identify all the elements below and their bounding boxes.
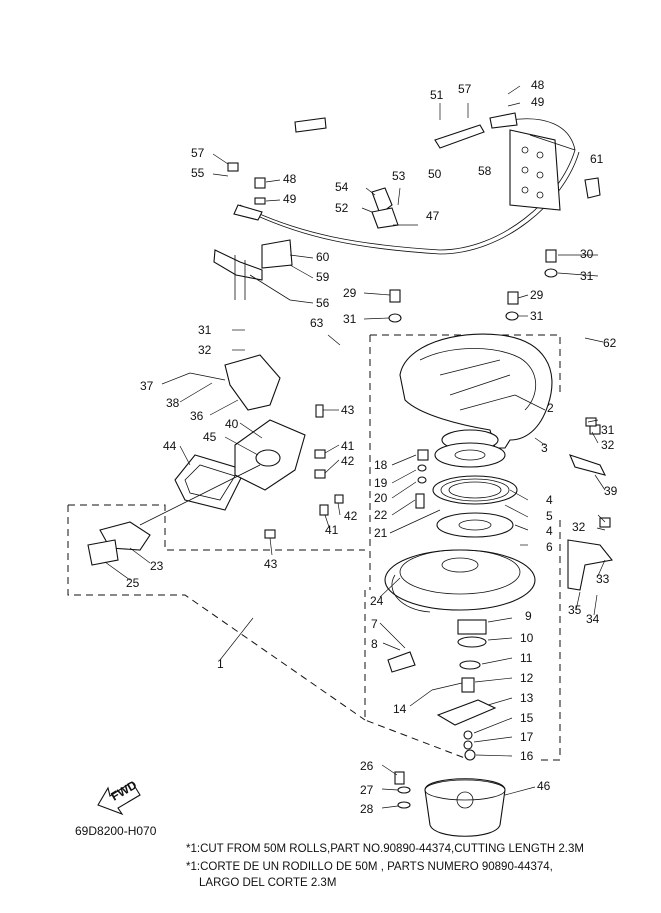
callout-45: 45	[203, 430, 217, 444]
callout-49a: 49	[531, 95, 545, 109]
callout-62: 62	[603, 336, 617, 350]
callout-4a: 4	[546, 493, 553, 507]
note-line-1: *1:CUT FROM 50M ROLLS,PART NO.90890-4437…	[186, 843, 584, 855]
callout-41a: 41	[341, 439, 355, 453]
hardware	[388, 249, 597, 809]
callout-59: 59	[316, 270, 330, 284]
callout-4b: 4	[546, 524, 553, 538]
callout-60: 60	[316, 250, 330, 264]
callout-41b: 41	[325, 523, 339, 537]
starter-housing	[384, 333, 553, 613]
callout-23: 23	[150, 559, 164, 573]
callout-39: 39	[604, 484, 618, 498]
callout-40: 40	[225, 417, 239, 431]
callout-13: 13	[520, 691, 534, 705]
callout-26: 26	[360, 759, 374, 773]
callout-7: 7	[371, 617, 378, 631]
callout-labels: 1 2 3 4 4 5 6 7 8 9 10 11 12 13 14 15 16…	[126, 78, 618, 816]
callout-49b: 49	[283, 192, 297, 206]
callout-57a: 57	[458, 82, 472, 96]
callout-31e: 31	[601, 423, 615, 437]
callout-33: 33	[596, 572, 610, 586]
callout-57b: 57	[191, 146, 205, 160]
callout-46: 46	[537, 779, 551, 793]
diagram-code: 69D8200-H070	[75, 824, 157, 838]
callout-51: 51	[430, 88, 444, 102]
callout-14: 14	[393, 702, 407, 716]
callout-3: 3	[541, 441, 548, 455]
callout-27: 27	[360, 783, 374, 797]
callout-31b: 31	[343, 312, 357, 326]
callout-32b: 32	[601, 438, 615, 452]
ratchet-stack	[387, 619, 497, 761]
callout-31a: 31	[580, 269, 594, 283]
callout-18: 18	[374, 458, 388, 472]
callout-29a: 29	[343, 286, 357, 300]
note-line-3: LARGO DEL CORTE 2.3M	[199, 877, 337, 889]
callout-63: 63	[310, 316, 324, 330]
fwd-arrow: FWD	[97, 778, 141, 816]
callout-50: 50	[428, 167, 442, 181]
callout-32c: 32	[572, 520, 586, 534]
callout-61: 61	[590, 152, 604, 166]
callout-12: 12	[520, 671, 534, 685]
callout-31d: 31	[198, 323, 212, 337]
callout-17: 17	[520, 730, 534, 744]
callout-30: 30	[580, 247, 594, 261]
callout-43b: 43	[264, 557, 278, 571]
callout-19: 19	[374, 476, 388, 490]
assembly-boundary	[67, 334, 561, 761]
callout-28: 28	[360, 802, 374, 816]
callout-42a: 42	[341, 454, 355, 468]
side-brackets	[567, 424, 614, 591]
callout-20: 20	[374, 491, 388, 505]
callout-16: 16	[520, 749, 534, 763]
callout-38: 38	[166, 396, 180, 410]
callout-32a: 32	[198, 343, 212, 357]
note-line-2: *1:CORTE DE UN RODILLO DE 50M , PARTS NU…	[186, 861, 553, 873]
callout-11: 11	[520, 651, 533, 665]
callout-52: 52	[335, 201, 349, 215]
leader-lines	[104, 85, 606, 809]
callout-53: 53	[392, 169, 406, 183]
callout-36: 36	[190, 409, 204, 423]
callout-29b: 29	[530, 288, 544, 302]
callout-10: 10	[520, 631, 534, 645]
callout-15: 15	[520, 711, 534, 725]
callout-47: 47	[426, 209, 440, 223]
cable-linkage	[213, 112, 601, 303]
callout-44: 44	[163, 439, 177, 453]
callout-55: 55	[191, 166, 205, 180]
callout-35: 35	[568, 603, 582, 617]
callout-31c: 31	[530, 309, 544, 323]
callout-1: 1	[217, 657, 224, 671]
callout-22: 22	[374, 508, 388, 522]
callout-48b: 48	[283, 172, 297, 186]
callout-2: 2	[547, 401, 554, 415]
callout-56: 56	[316, 296, 330, 310]
drive-plate	[424, 778, 506, 837]
callout-37: 37	[140, 379, 154, 393]
callout-48a: 48	[531, 78, 545, 92]
callout-58: 58	[478, 164, 492, 178]
callout-6: 6	[546, 540, 553, 554]
callout-24: 24	[370, 594, 384, 608]
callout-8: 8	[371, 637, 378, 651]
callout-5: 5	[546, 509, 553, 523]
callout-34: 34	[586, 612, 600, 626]
callout-43a: 43	[341, 403, 355, 417]
callout-54: 54	[335, 180, 349, 194]
handle-assembly	[87, 354, 344, 566]
callout-25: 25	[126, 576, 140, 590]
callout-21: 21	[374, 526, 388, 540]
callout-9: 9	[525, 609, 532, 623]
callout-42b: 42	[344, 509, 358, 523]
